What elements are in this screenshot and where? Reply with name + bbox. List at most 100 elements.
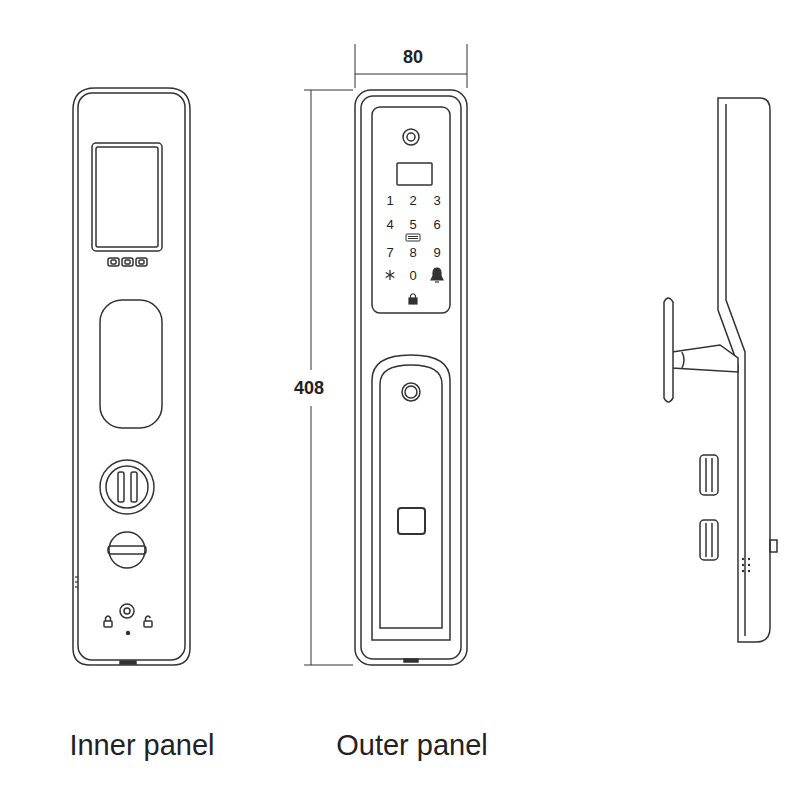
outer-bottom-mark — [404, 659, 418, 662]
thumb-turn-knob-part — [131, 472, 137, 502]
dimension-label: 80 — [401, 47, 425, 67]
camera-lens-part — [407, 133, 415, 141]
speaker-dots-part — [742, 558, 744, 560]
inner-buttons-part — [136, 258, 147, 266]
panel-caption: Inner panel — [69, 731, 214, 760]
inner-handle-slot — [100, 300, 162, 428]
side-view-lever-part — [682, 352, 684, 368]
outer-handle-part — [372, 355, 450, 640]
second-knob-part — [109, 532, 145, 568]
outer-panel-part — [355, 90, 467, 665]
keypad-digit: 4 — [386, 218, 393, 231]
card-icon-part — [408, 236, 418, 237]
speaker-dots-part — [748, 570, 750, 572]
bell-icon-part — [431, 268, 443, 280]
outer-handle — [372, 355, 450, 640]
width-dimension — [355, 44, 467, 88]
side-view-lever — [664, 298, 738, 402]
second-knob — [108, 532, 146, 568]
card-icon-part — [406, 234, 420, 241]
keypad-digit: 6 — [433, 218, 440, 231]
card-icon-part — [408, 238, 418, 239]
side-view-knobs — [700, 455, 718, 560]
side-dots-part — [75, 581, 78, 582]
inner-panel-part — [78, 93, 185, 660]
outer-panel-part — [361, 96, 461, 659]
side-view-knobs-part — [711, 523, 713, 557]
inner-screen — [92, 143, 162, 251]
second-knob-part — [108, 546, 146, 554]
keypad-digit: 3 — [433, 194, 440, 207]
side-view-tab — [770, 540, 777, 552]
side-dots-part — [75, 576, 78, 577]
outer-handle-part — [402, 383, 420, 401]
card-icon — [406, 234, 420, 241]
side-view-tab-part — [770, 540, 777, 552]
thumb-turn-knob — [100, 460, 154, 514]
keypad-panel — [372, 107, 450, 313]
keypad-digit: 9 — [433, 246, 440, 259]
camera-lens — [403, 129, 419, 145]
inner-bottom-controls-part — [120, 604, 134, 618]
thumb-turn-knob-part — [100, 460, 154, 514]
inner-bottom-controls — [104, 604, 152, 664]
lock-icon-part — [411, 294, 416, 298]
side-dots-part — [75, 586, 78, 587]
small-display-part — [397, 163, 432, 185]
outer-bottom-mark-part — [404, 659, 418, 662]
fingerprint-sensor-part — [398, 508, 425, 534]
inner-panel-part — [73, 88, 190, 665]
speaker-dots-part — [748, 564, 750, 566]
height-dimension-part — [311, 406, 312, 665]
bell-icon-part — [435, 281, 439, 282]
side-view-lever-part — [672, 345, 738, 372]
speaker-dots — [742, 558, 750, 572]
side-view-knobs-part — [705, 523, 707, 557]
lock-icon-part — [409, 298, 417, 304]
camera-lens-part — [403, 129, 419, 145]
width-dimension-part — [467, 44, 468, 88]
inner-screen-part — [96, 147, 158, 247]
width-dimension-part — [355, 44, 356, 88]
keypad-digit: 7 — [386, 246, 393, 259]
inner-buttons-part — [122, 258, 133, 266]
inner-bottom-controls-part — [106, 616, 111, 621]
side-view-knobs-part — [700, 455, 718, 495]
outer-handle-part — [380, 365, 442, 628]
inner-buttons-part — [125, 260, 130, 264]
inner-buttons-part — [139, 260, 144, 264]
inner-buttons — [108, 258, 147, 266]
inner-bottom-controls-part — [127, 632, 130, 635]
keypad-digit: 8 — [409, 246, 416, 259]
outer-panel — [355, 90, 467, 665]
side-view-knobs-part — [711, 458, 713, 492]
keypad-digit: 5 — [409, 218, 416, 231]
bell-icon — [431, 268, 443, 282]
keypad-digit: 1 — [386, 194, 393, 207]
keypad-digit: 2 — [409, 194, 416, 207]
lock-icon — [409, 294, 417, 304]
inner-buttons-part — [111, 260, 116, 264]
side-view-knobs-part — [705, 458, 707, 492]
inner-bottom-controls-part — [104, 621, 112, 627]
inner-screen-part — [92, 143, 162, 251]
fingerprint-sensor — [398, 508, 425, 534]
inner-bottom-controls-part — [146, 616, 151, 621]
side-view-lever-part — [664, 298, 673, 402]
speaker-dots-part — [742, 570, 744, 572]
inner-bottom-controls-part — [124, 608, 130, 614]
thumb-turn-knob-part — [106, 466, 148, 508]
width-dimension-part — [355, 74, 467, 75]
inner-panel — [73, 88, 190, 665]
side-dots — [75, 577, 78, 587]
inner-bottom-controls-part — [120, 661, 136, 664]
dimension-label: 408 — [292, 378, 326, 398]
star-icon — [386, 270, 395, 280]
star-icon-part — [386, 273, 395, 278]
inner-buttons-part — [108, 258, 119, 266]
star-icon-part — [386, 273, 395, 278]
thumb-turn-knob-part — [118, 472, 124, 502]
height-dimension-part — [311, 90, 312, 370]
